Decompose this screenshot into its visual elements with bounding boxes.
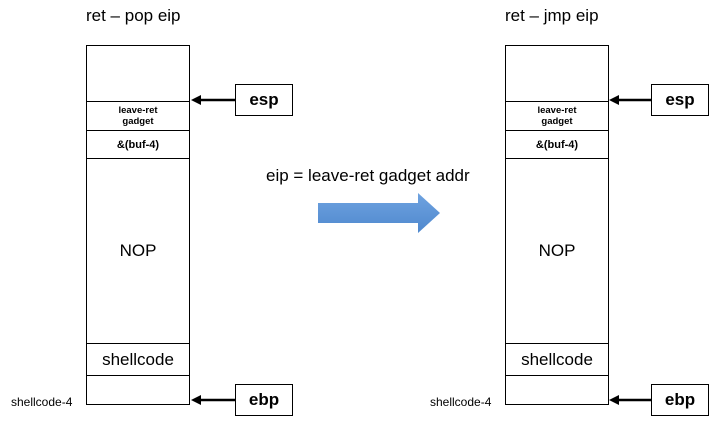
right-esp-box: esp: [651, 84, 709, 116]
left-gadget-label: leave-ret gadget: [118, 105, 158, 127]
right-buf-cell: &(buf-4): [506, 131, 608, 159]
right-title: ret – jmp eip: [505, 6, 599, 25]
right-shellcode-cell: shellcode: [506, 344, 608, 376]
left-ebp-arrow: [191, 395, 235, 405]
left-nop-cell: NOP: [87, 159, 189, 344]
left-esp-arrow: [191, 95, 235, 105]
right-ebp-arrow: [609, 395, 651, 405]
left-shellcode-label: shellcode: [102, 349, 174, 369]
right-nop-cell: NOP: [506, 159, 608, 344]
left-gadget-cell: leave-ret gadget: [87, 102, 189, 131]
left-esp-box: esp: [235, 84, 293, 116]
left-stack: leave-ret gadget &(buf-4) NOP shellcode: [86, 45, 190, 405]
right-ebp-box: ebp: [651, 384, 709, 416]
left-ebp-box: ebp: [235, 384, 293, 416]
left-buf-label: &(buf-4): [116, 138, 160, 151]
left-ebp-label: ebp: [248, 390, 280, 409]
right-ebp-label: ebp: [664, 390, 696, 409]
left-empty-top-cell: [87, 46, 189, 102]
left-buf-cell: &(buf-4): [87, 131, 189, 159]
right-esp-arrow: [609, 95, 651, 105]
right-stack: leave-ret gadget &(buf-4) NOP shellcode: [505, 45, 609, 405]
transition-arrow-icon: [318, 193, 440, 233]
left-nop-label: NOP: [119, 241, 157, 260]
right-shellcode-minus-4-label: shellcode-4: [430, 395, 492, 409]
right-nop-label: NOP: [538, 241, 576, 260]
left-esp-label: esp: [249, 90, 279, 109]
left-shellcode-minus-4-label: shellcode-4: [11, 395, 73, 409]
right-buf-label: &(buf-4): [535, 138, 579, 151]
eip-caption: eip = leave-ret gadget addr: [266, 166, 470, 185]
right-empty-bottom-cell: [506, 376, 608, 405]
right-gadget-label: leave-ret gadget: [537, 105, 577, 127]
left-title: ret – pop eip: [86, 6, 181, 25]
right-gadget-cell: leave-ret gadget: [506, 102, 608, 131]
left-empty-bottom-cell: [87, 376, 189, 405]
right-shellcode-label: shellcode: [521, 349, 593, 369]
right-empty-top-cell: [506, 46, 608, 102]
right-esp-label: esp: [665, 90, 695, 109]
left-shellcode-cell: shellcode: [87, 344, 189, 376]
